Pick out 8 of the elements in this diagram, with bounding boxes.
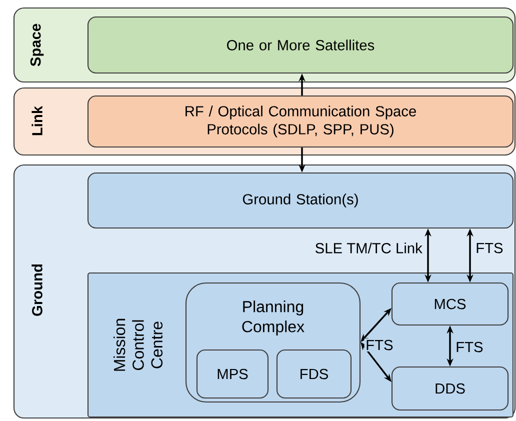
process-box: DDS	[391, 366, 509, 411]
process-box: One or More Satellites	[87, 16, 514, 74]
process-box: FDS	[276, 349, 352, 399]
process-box: MPS	[196, 349, 269, 399]
process-box: RF / Optical Communication Space Protocols (SDLP, SPP, PUS)	[87, 95, 514, 148]
process-box: Ground Station(s)	[87, 172, 514, 229]
process-box: MCS	[391, 282, 509, 326]
edge-label: SLE TM/TC Link	[314, 241, 424, 255]
